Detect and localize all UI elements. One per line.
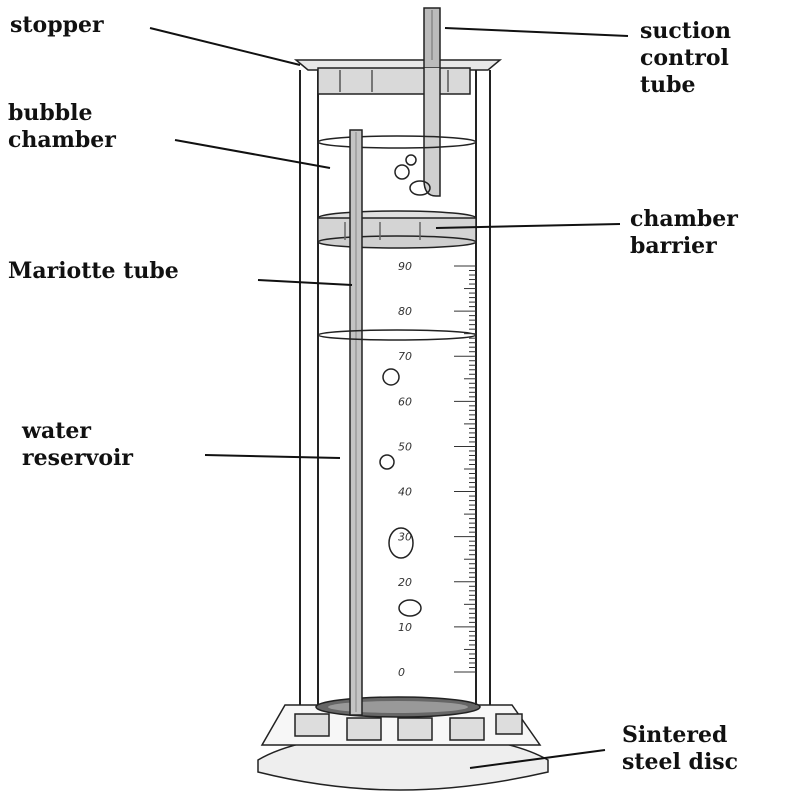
scale-label: 40 <box>398 486 412 499</box>
label-bubble-line2: chamber <box>8 127 116 153</box>
scale-label: 0 <box>398 666 405 679</box>
label-barrier-line2: barrier <box>630 233 717 259</box>
label-water-reservoir: water reservoir <box>22 418 133 472</box>
stopper <box>293 59 503 95</box>
chamber-barrier <box>317 210 477 249</box>
label-sintered-steel-disc: Sintered steel disc <box>622 722 738 776</box>
label-bubble-line1: bubble <box>8 100 93 126</box>
graduated-scale: 90 80 70 60 50 40 30 20 10 0 <box>398 260 476 679</box>
water-surface <box>317 329 477 341</box>
label-water-line2: reservoir <box>22 445 133 471</box>
label-chamber-barrier: chamber barrier <box>630 206 738 260</box>
suction-control-tube <box>423 7 441 197</box>
label-mariotte-tube: Mariotte tube <box>8 258 179 284</box>
leader-lines <box>149 27 629 769</box>
label-suction-control-tube: suction control tube <box>640 18 731 99</box>
scale-label: 10 <box>398 621 412 634</box>
label-suction-line2: control <box>640 45 729 71</box>
label-suction-line3: tube <box>640 72 696 98</box>
label-barrier-line1: chamber <box>630 206 738 232</box>
scale-label: 60 <box>398 395 412 408</box>
mariotte-tube <box>349 129 363 716</box>
label-sintered-line2: steel disc <box>622 749 739 775</box>
label-bubble-chamber: bubble chamber <box>8 100 116 154</box>
bubble-chamber <box>317 135 477 196</box>
sintered-steel-disc <box>315 696 481 718</box>
reservoir-bubbles <box>379 368 422 617</box>
label-suction-line1: suction <box>640 18 731 44</box>
label-sintered-line1: Sintered <box>622 722 728 748</box>
base <box>257 704 549 791</box>
scale-label: 70 <box>398 350 412 363</box>
scale-label: 20 <box>398 576 412 589</box>
scale-label: 80 <box>398 305 412 318</box>
scale-label: 30 <box>398 531 412 544</box>
label-stopper: stopper <box>10 12 104 38</box>
outer-column <box>299 70 491 705</box>
scale-label: 50 <box>398 440 412 453</box>
scale-label: 90 <box>398 260 412 273</box>
label-water-line1: water <box>22 418 91 444</box>
